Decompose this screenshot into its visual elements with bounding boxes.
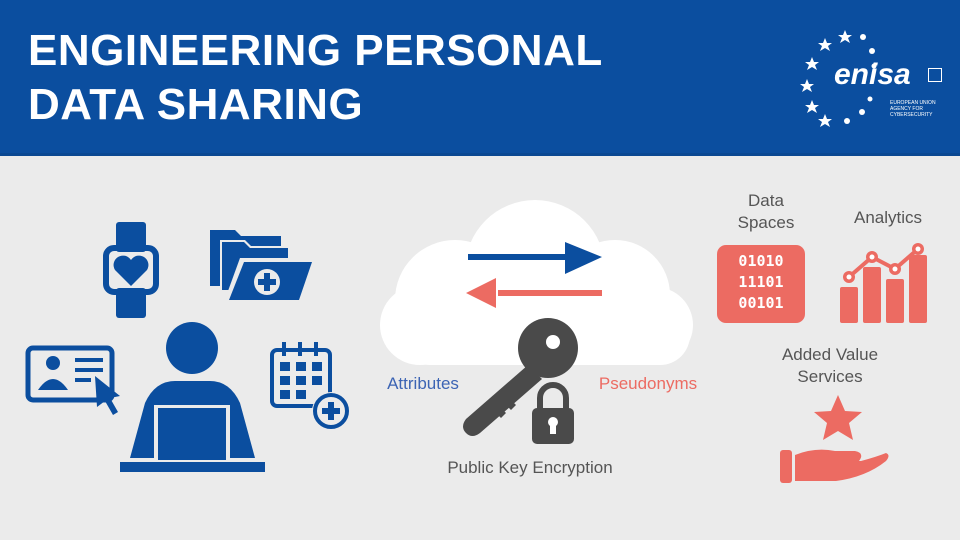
lock-icon [532,382,574,444]
smartwatch-heart-icon [103,222,159,318]
public-key-encryption-label: Public Key Encryption [447,458,613,477]
analytics-chart-icon [840,243,927,323]
eu-stars-icon [800,30,877,127]
encryption-exchange-illustration [380,200,693,444]
page-title: ENGINEERING PERSONAL DATA SHARING [28,24,603,132]
hand-star-icon [780,395,889,483]
added-value-services-label: Added Value Services [781,345,879,386]
eu-emblem-icon [928,68,942,82]
arrow-right-icon [468,242,602,274]
logo-subtitle: EUROPEAN UNION AGENCY FOR CYBERSECURITY [890,100,936,118]
personal-data-illustration [25,222,350,472]
calendar-add-icon [270,342,350,430]
logo-wordmark: enisa [834,58,911,91]
key-icon [463,318,578,436]
header-banner [0,0,960,153]
header-divider [0,153,960,156]
person-laptop-icon [120,322,265,472]
enisa-logo: enisa EUROPEAN UNION AGENCY FOR CYBERSEC… [790,24,950,134]
attributes-label: Attributes [387,374,459,393]
title-line-2: DATA SHARING [28,80,364,129]
arrow-left-icon [466,278,602,308]
title-line-1: ENGINEERING PERSONAL [28,26,603,75]
analytics-label: Analytics [853,208,923,227]
data-spaces-binary-icon: 01010 11101 00101 [717,245,805,323]
id-card-click-icon [25,345,120,415]
data-spaces-label: Data Spaces [737,191,795,232]
pseudonyms-label: Pseudonyms [598,374,698,393]
cloud-icon [380,200,693,365]
medical-folders-icon [210,230,314,302]
